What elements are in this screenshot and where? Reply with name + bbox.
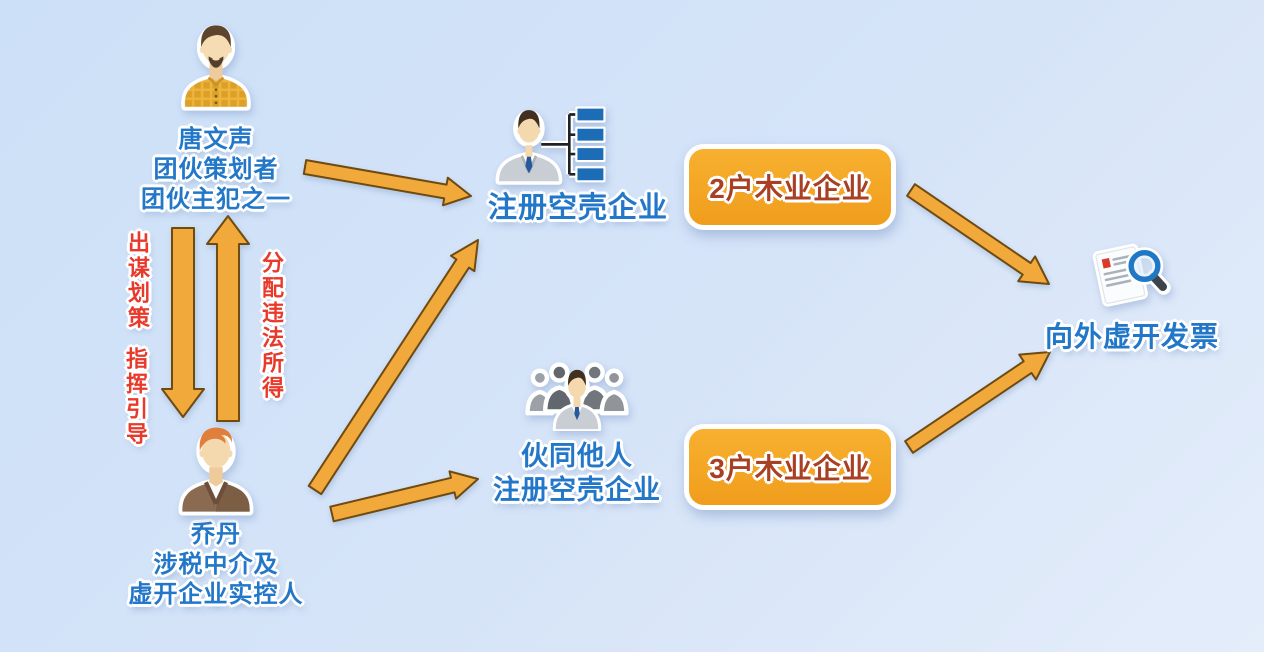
- timber-companies-bottom-box: 3户木业企业: [684, 424, 896, 510]
- collude-line-1: 伙同他人: [521, 441, 633, 471]
- arrow-tang-to-register: [302, 159, 472, 207]
- edge-label-scheme-guide: 出谋划策指挥引导: [121, 231, 153, 447]
- register-shell-label: 注册空壳企业: [487, 192, 668, 224]
- businessman-orgchart-icon: [495, 106, 606, 185]
- qiao-name: 乔丹: [191, 521, 241, 548]
- arrow-guidance-down: [161, 227, 205, 418]
- people-group-icon: [525, 362, 629, 431]
- edge-label-proceeds: 分配违法所得: [259, 251, 284, 401]
- qiao-role-2: 虚开企业实控人: [128, 581, 304, 608]
- invoice-magnifier-icon: [1092, 243, 1171, 307]
- node-invoice: 向外虚开发票: [1020, 240, 1244, 354]
- tang-role-1: 团伙策划者: [153, 156, 279, 183]
- arrow-top-box-to-invoice: [906, 183, 1050, 285]
- timber-top-label: 2户木业企业: [709, 173, 871, 204]
- invoice-label: 向外虚开发票: [1044, 321, 1219, 352]
- tang-name: 唐文声: [178, 126, 254, 153]
- qiao-role-1: 涉税中介及: [153, 551, 279, 578]
- timber-companies-top-box: 2户木业企业: [684, 144, 896, 230]
- arrow-bottom-box-to-invoice: [904, 351, 1051, 454]
- arrow-qiao-to-collude: [329, 470, 479, 523]
- arrow-proceeds-up: [206, 215, 250, 422]
- arrow-qiao-to-register: [307, 239, 479, 496]
- node-tang: 唐文声 团伙策划者 团伙主犯之一: [131, 18, 301, 215]
- timber-bottom-label: 3户木业企业: [709, 453, 871, 484]
- edge-label-scheme: 出谋划策: [125, 231, 150, 331]
- node-register-shell: 注册空壳企业: [478, 102, 678, 225]
- tang-role-2: 团伙主犯之一: [141, 186, 291, 213]
- node-qiao: 乔丹 涉税中介及 虚开企业实控人: [116, 420, 316, 610]
- edge-label-guide: 指挥引导: [123, 347, 148, 447]
- collude-line-2: 注册空壳企业: [493, 475, 661, 505]
- man-goatee-avatar: [181, 24, 251, 111]
- node-collude: 伙同他人 注册空壳企业: [477, 360, 677, 507]
- man-suit-avatar: [178, 427, 254, 516]
